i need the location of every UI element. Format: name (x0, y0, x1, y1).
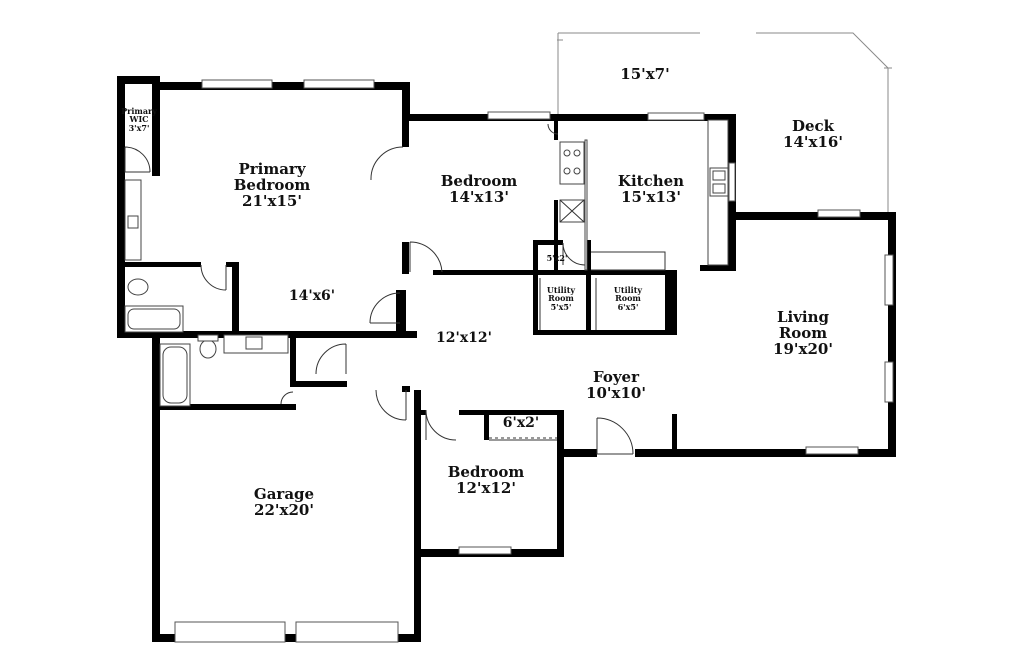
room-hall-upper: 14'x6' (288, 288, 336, 304)
fixtures (124, 119, 729, 441)
room-deck: Deck 14'x16' (783, 117, 843, 151)
room-closet-small: 5'x2' (546, 253, 568, 263)
room-bedroom-top: Bedroom 14'x13' (440, 172, 518, 206)
room-hall-center: 12'x12' (436, 330, 492, 346)
room-utility-1: Utility Room 5'x5' (546, 285, 576, 312)
room-closet-bedroom: 6'x2' (502, 415, 540, 431)
windows (174, 79, 894, 643)
room-primary-wic: Primary WIC 3'x7' (121, 106, 157, 133)
walls (117, 76, 896, 642)
room-deck-area: 15'x7' (620, 65, 670, 83)
room-primary-bedroom: Primary Bedroom 21'x15' (233, 160, 311, 210)
room-living-room: Living Room 19'x20' (773, 308, 833, 358)
room-kitchen: Kitchen 15'x13' (617, 172, 685, 206)
room-foyer: Foyer 10'x10' (586, 368, 646, 402)
room-utility-2: Utility Room 6'x5' (613, 285, 643, 312)
doors (124, 123, 634, 455)
room-bedroom-bottom: Bedroom 12'x12' (447, 463, 525, 497)
room-garage: Garage 22'x20' (253, 485, 315, 519)
